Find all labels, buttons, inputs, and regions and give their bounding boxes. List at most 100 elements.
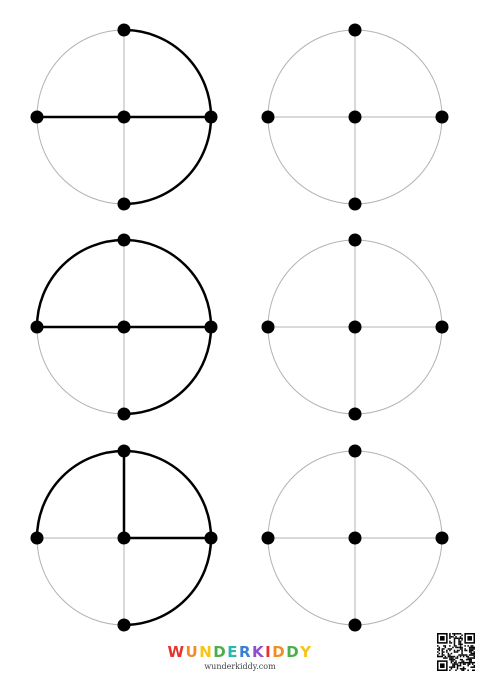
qr-module [450,661,453,664]
qr-module [462,666,465,668]
qr-module [453,633,456,635]
dot [117,618,131,632]
qr-module [470,666,472,668]
qr-module [456,664,459,667]
qr-module [459,664,462,667]
qr-module [462,660,465,662]
qr-module [465,649,468,652]
qr-module [461,669,463,671]
dot [30,110,44,124]
qr-module [449,637,451,640]
qr-module [470,651,472,653]
qr-module [459,646,462,649]
qr-module [465,661,468,664]
qr-module [458,654,460,656]
qr-module [467,664,469,667]
qr-module [464,649,466,652]
qr-module [471,663,474,665]
dot [348,444,362,458]
qr-module [458,649,460,652]
qr-module [461,634,463,637]
qr-module [450,642,453,644]
qr-module [464,654,466,656]
logo-letter: W [167,643,186,661]
qr-module [458,643,460,646]
qr-module [459,637,462,640]
qr-module [459,667,462,670]
qr-module [458,642,460,644]
qr-module [473,657,475,659]
qr-module [470,645,472,647]
qr-module [452,636,454,638]
qr-module [455,651,457,653]
qr-module [450,655,453,658]
qr-module [441,649,444,652]
qr-module [452,660,454,662]
qr-module [461,661,463,664]
qr-module [453,666,456,668]
qr-module [458,633,460,635]
qr-module [450,648,453,650]
qr-module [458,646,460,649]
qr-module [456,667,459,670]
qr-module [453,639,456,641]
qr-module [453,643,456,646]
qr-module [468,658,471,661]
qr-module [458,664,460,667]
dot [117,444,131,458]
qr-module [468,654,471,656]
brand-footer: WUNDERKIDDY wunderkiddy.com [150,644,330,671]
qr-module [471,652,474,655]
qr-module [468,661,471,664]
qr-module [452,663,454,665]
qr-module [441,651,444,653]
qr-module [471,669,474,671]
qr-module [459,658,462,661]
qr-module [443,657,445,659]
circle-template [30,23,218,211]
qr-module [455,636,457,638]
qr-module [453,640,456,643]
qr-module [443,651,445,653]
dot [204,531,218,545]
qr-module [456,646,459,649]
qr-module [450,667,453,670]
dot [348,197,362,211]
qr-module [453,661,456,664]
qr-module [437,645,439,647]
qr-module [468,663,471,665]
dot [117,531,131,545]
qr-module [471,648,474,650]
dot [204,320,218,334]
qr-module [437,655,439,658]
dot [117,110,131,124]
qr-module [458,637,460,640]
qr-module [473,664,475,667]
qr-module [446,657,448,659]
qr-module [453,655,456,658]
qr-module [441,654,444,656]
qr-module [452,664,454,667]
qr-module [455,663,457,665]
qr-module [467,655,469,658]
wunderkiddy-logo: WUNDERKIDDY [150,644,330,660]
qr-module [470,652,472,655]
qr-module [447,655,450,658]
logo-letter: K [252,643,266,661]
qr-module [470,661,472,664]
traced-arc [35,238,213,416]
qr-module [452,658,454,661]
qr-module [471,661,474,664]
qr-module [461,658,463,661]
qr-module [453,649,456,652]
qr-module [449,640,451,643]
qr-module [449,642,451,644]
qr-module [456,649,459,652]
qr-module [452,633,454,635]
qr-module [449,634,451,637]
qr-module [453,637,456,640]
qr-module [443,654,445,656]
qr-module [441,652,444,655]
qr-module [450,660,453,662]
